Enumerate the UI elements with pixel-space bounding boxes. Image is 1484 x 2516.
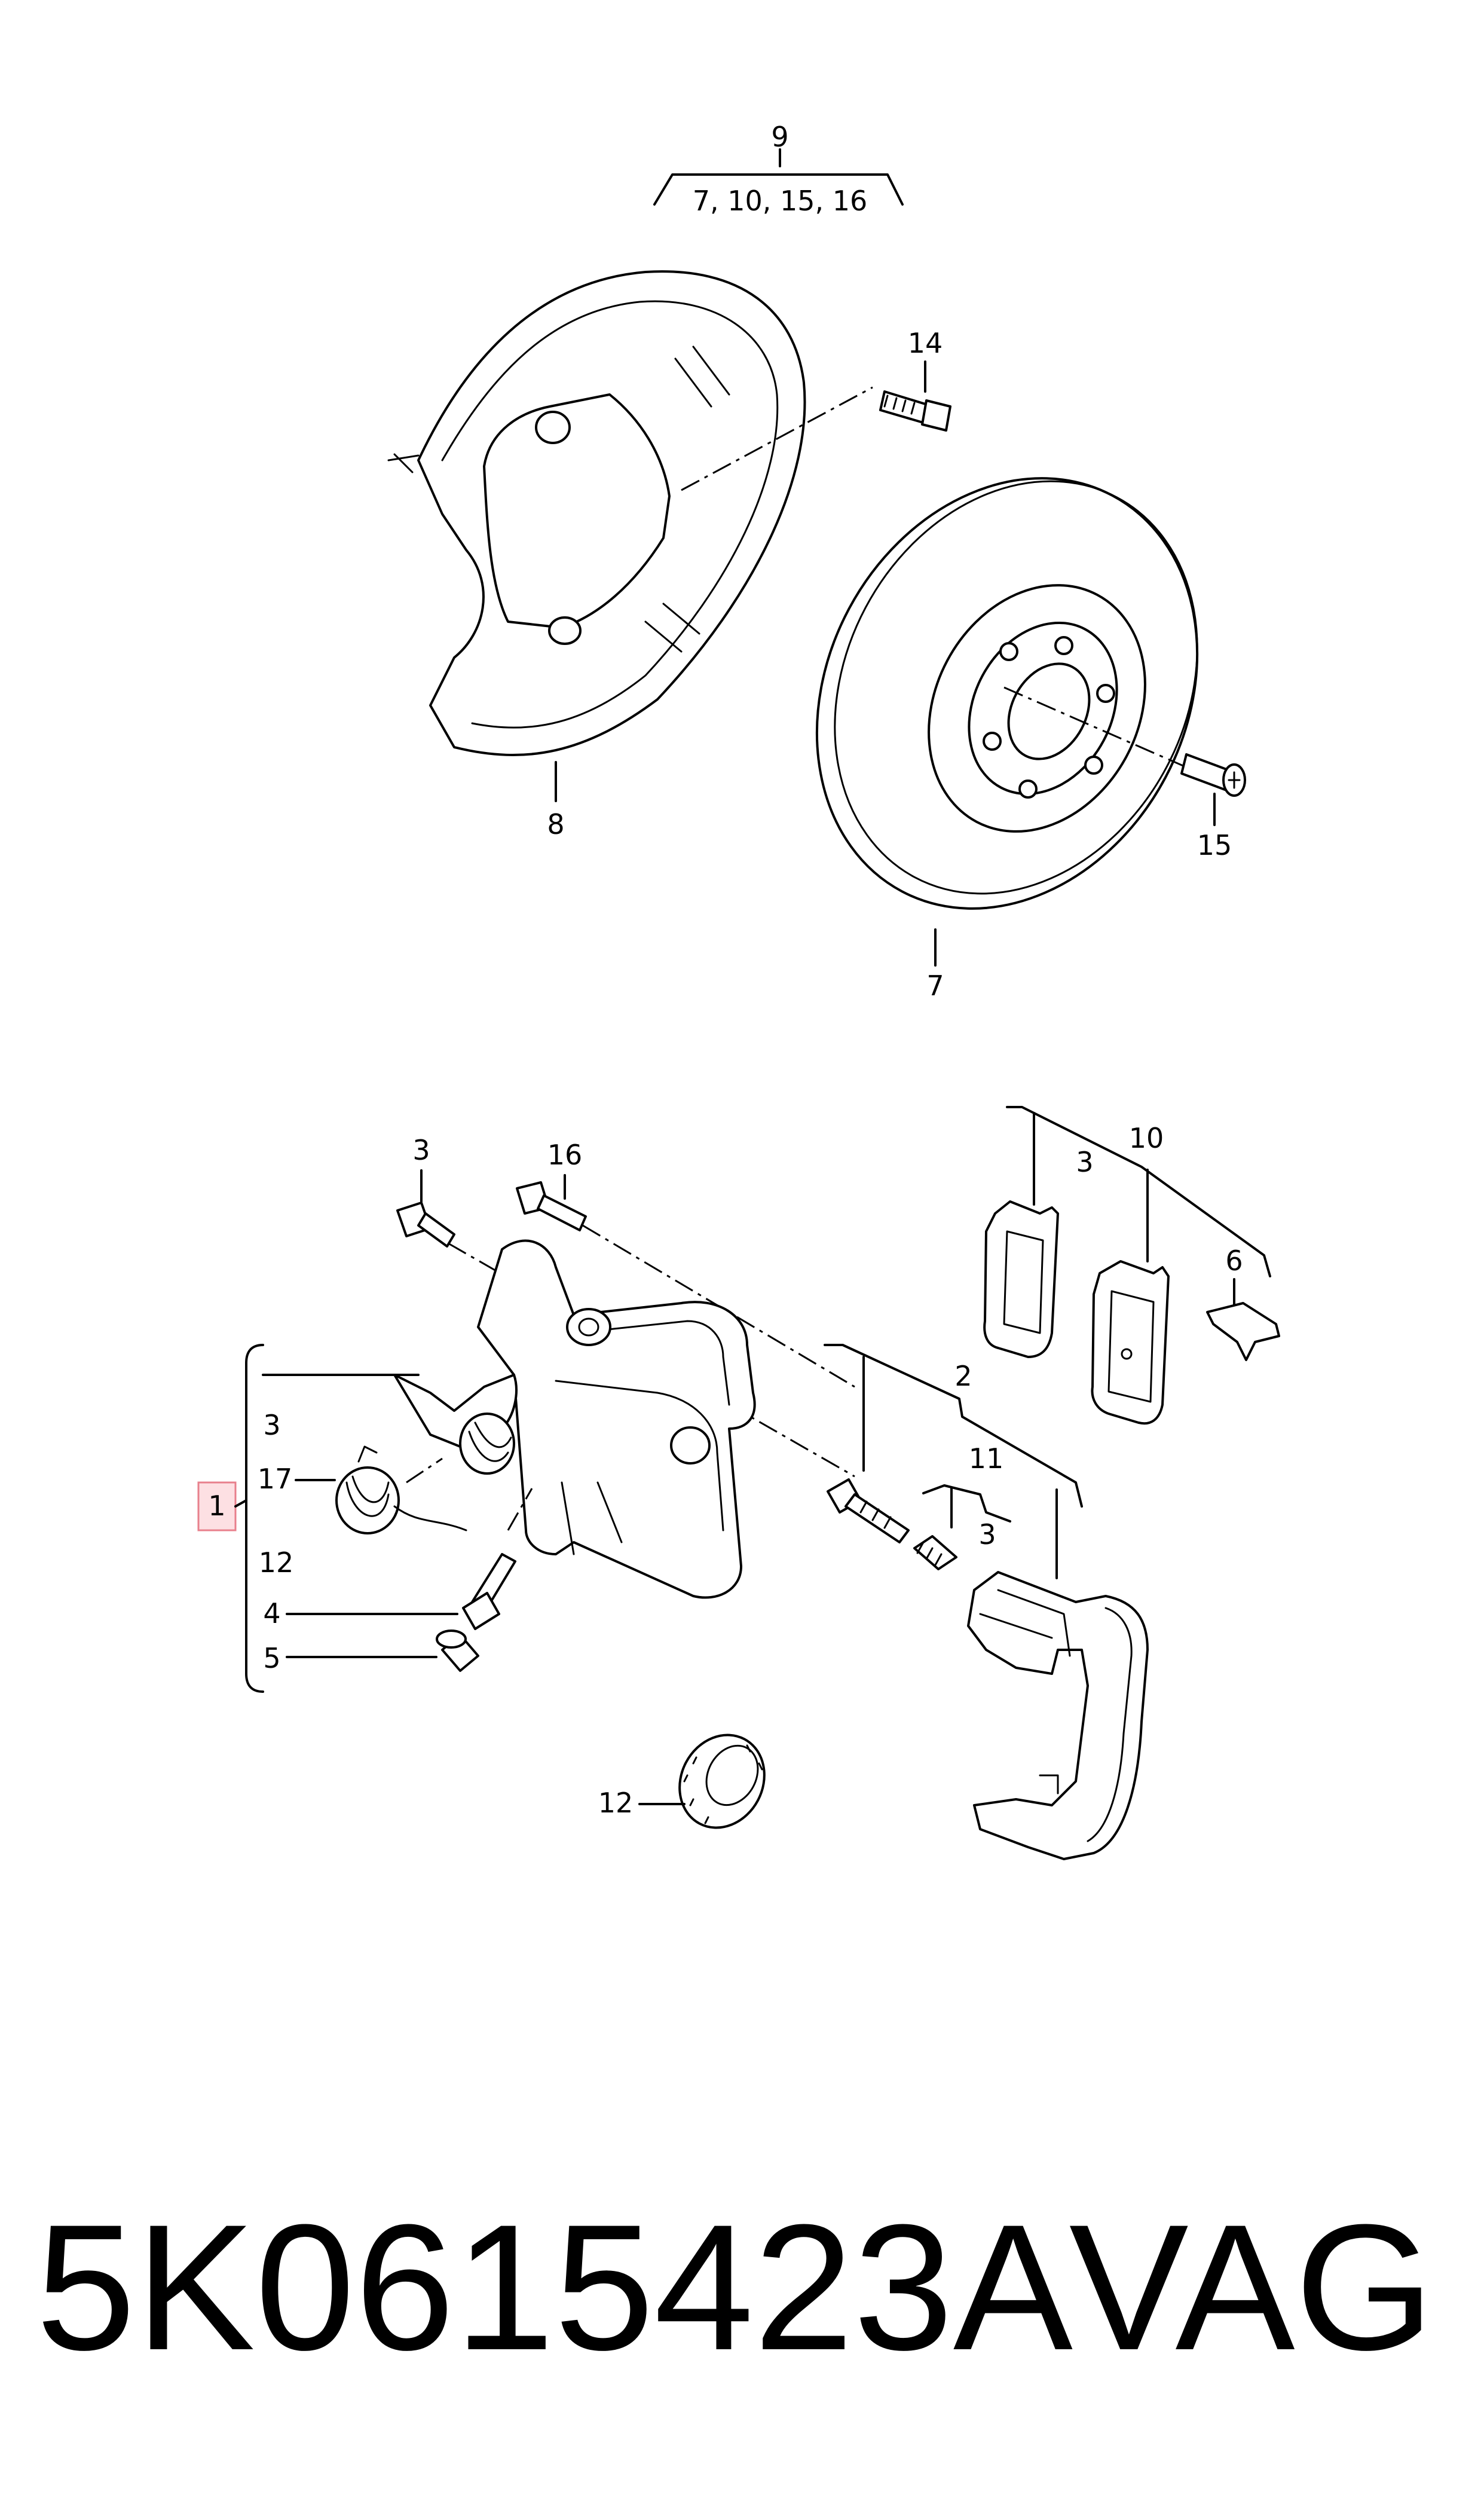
anti-rattle-clip-6: 6 <box>1206 1245 1280 1361</box>
callout-7: 7 <box>926 970 944 1002</box>
callout-3-group: 3 <box>263 1409 280 1441</box>
bolt-16: 16 <box>516 1139 587 1231</box>
brand-name: VAG <box>1069 2187 1434 2387</box>
guide-pin <box>827 1478 910 1543</box>
leader-dash-14 <box>681 386 873 491</box>
callout-11-bracket: 11 3 <box>922 1442 1011 1551</box>
callout-9-list: 7, 10, 15, 16 <box>693 185 868 217</box>
caliper-body <box>477 1239 756 1599</box>
carrier-bracket-2: 2 <box>824 1344 1083 1579</box>
handbrake-lever <box>393 1374 518 1475</box>
return-spring-17 <box>335 1445 467 1534</box>
callout-9-bracket: 9 7, 10, 15, 16 <box>653 121 904 217</box>
callout-14: 14 <box>908 327 943 359</box>
callout-12: 12 <box>598 1787 634 1819</box>
screw-15: 15 <box>1180 753 1246 861</box>
callout-8: 8 <box>547 808 564 840</box>
callout-15: 15 <box>1197 829 1232 861</box>
callout-6: 6 <box>1225 1245 1243 1277</box>
brake-pad-outer <box>983 1200 1059 1358</box>
group-bracket-1: 1 3 17 12 4 5 <box>197 1344 458 1693</box>
bolt-14: 14 <box>879 327 951 432</box>
callout-9: 9 <box>771 121 788 153</box>
part-number: 5K0615423A <box>36 2187 1073 2387</box>
callout-3-slide: 3 <box>978 1518 996 1551</box>
pads-bracket-10: 10 3 <box>1006 1106 1271 1277</box>
callout-3-bolt: 3 <box>412 1134 430 1166</box>
splash-shield <box>387 270 806 756</box>
caliper-carrier <box>967 1571 1149 1860</box>
callout-1[interactable]: 1 <box>208 1490 225 1522</box>
dust-cap-5 <box>436 1630 479 1672</box>
callout-5: 5 <box>263 1642 280 1674</box>
callout-16: 16 <box>547 1139 583 1171</box>
brake-pad-inner <box>1091 1260 1170 1425</box>
callout-2: 2 <box>954 1360 972 1392</box>
bleed-screw-4 <box>462 1488 533 1630</box>
bolt-3: 3 <box>396 1134 455 1248</box>
highlight-box <box>197 1481 237 1531</box>
callout-4: 4 <box>263 1597 280 1630</box>
callout-12-group: 12 <box>259 1546 294 1579</box>
callout-17: 17 <box>258 1463 293 1495</box>
piston-12: 12 <box>598 1734 766 1829</box>
callout-10: 10 <box>1129 1122 1164 1154</box>
guide-boot <box>913 1535 957 1570</box>
callout-11: 11 <box>969 1442 1004 1475</box>
callout-3-pads: 3 <box>1076 1146 1093 1178</box>
brake-disc <box>815 477 1199 910</box>
